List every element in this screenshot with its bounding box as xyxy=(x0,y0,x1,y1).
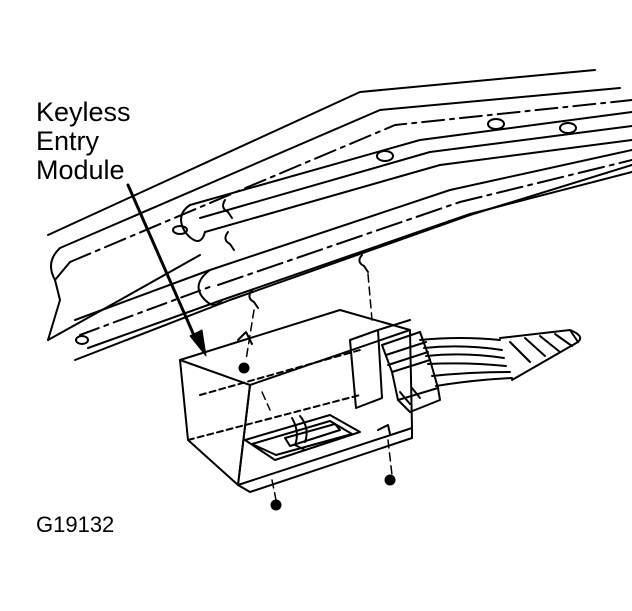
alignment-lines xyxy=(245,273,393,501)
body-panel xyxy=(47,69,632,361)
keyless-entry-module xyxy=(179,309,413,493)
label-line-2: Entry xyxy=(36,126,100,156)
figure-id: G19132 xyxy=(36,512,115,537)
mounting-studs xyxy=(222,199,369,345)
fastener-nuts xyxy=(238,362,396,511)
label-line-3: Module xyxy=(36,155,125,185)
label-line-1: Keyless xyxy=(36,97,131,127)
wiring-harness xyxy=(381,329,582,413)
nut-3 xyxy=(270,499,282,511)
nut-2 xyxy=(384,474,396,486)
keyless-entry-module-label: Keyless Entry Module xyxy=(36,98,131,185)
callout-leader-arrow xyxy=(126,183,207,357)
nut-1 xyxy=(238,362,250,374)
